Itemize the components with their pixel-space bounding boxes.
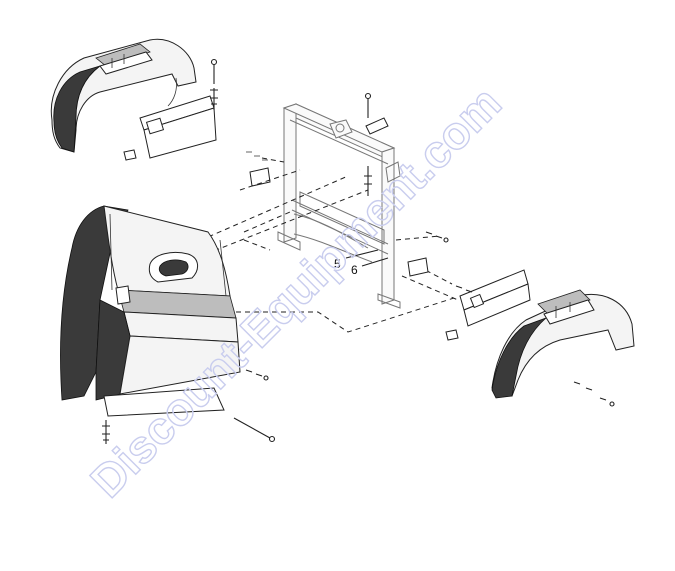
callout-5-label: 5 [334, 257, 341, 271]
callout-6-label: 6 [351, 263, 358, 277]
left-mount-bracket [246, 151, 271, 187]
rear-hood-housing [60, 205, 241, 417]
right-fender-bracket [407, 257, 531, 341]
hardware-right-fender [425, 231, 615, 407]
left-fender-bracket [123, 95, 217, 161]
right-rear-fender [491, 289, 635, 399]
callout-6: 6 [351, 257, 389, 277]
assembly-leader-lines [191, 157, 459, 333]
callout-5: 5 [334, 249, 379, 271]
hardware-housing-side [245, 369, 269, 381]
center-frame-assembly [277, 103, 401, 309]
bolt-fender-top [210, 58, 218, 110]
long-bolt [233, 417, 276, 443]
left-rear-fender [50, 38, 197, 153]
hitch-pin-hardware [364, 92, 389, 196]
bolt-housing-bottom [102, 420, 110, 444]
